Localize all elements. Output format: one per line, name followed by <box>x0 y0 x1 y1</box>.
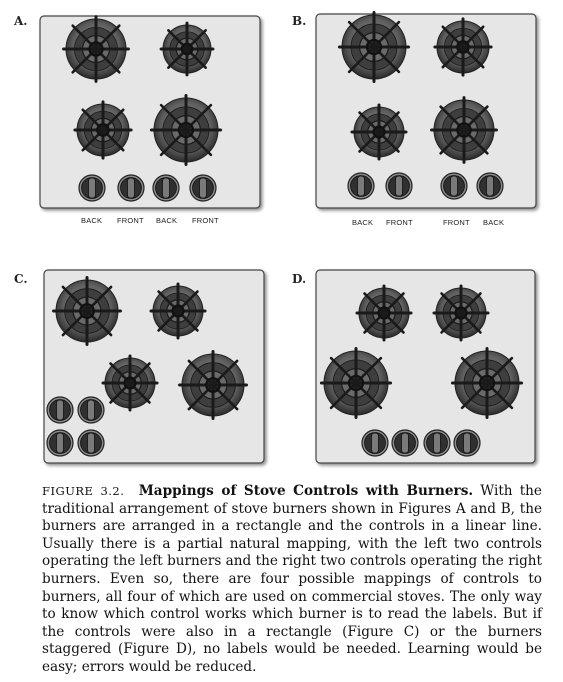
control-knob <box>453 429 481 457</box>
figure-number: FIGURE 3.2. <box>42 484 125 498</box>
control-knob <box>77 429 105 457</box>
burner <box>433 17 493 77</box>
control-label: BACK <box>352 218 374 227</box>
control-label: FRONT <box>386 218 413 227</box>
control-label: BACK <box>483 218 505 227</box>
figure-caption: FIGURE 3.2. Mappings of Stove Controls w… <box>42 483 542 677</box>
control-knob <box>152 174 180 202</box>
burner <box>149 93 223 167</box>
burner <box>355 284 413 342</box>
burner <box>319 346 393 420</box>
burner <box>101 354 159 412</box>
control-label: BACK <box>81 216 103 225</box>
burner <box>450 346 524 420</box>
control-knob <box>78 174 106 202</box>
control-knob <box>391 429 419 457</box>
control-knob <box>77 396 105 424</box>
control-label: BACK <box>156 216 178 225</box>
panel-c-letter: C. <box>14 272 28 286</box>
figure-title: Mappings of Stove Controls with Burners. <box>138 483 474 499</box>
panel-a-letter: A. <box>14 14 28 28</box>
control-knob <box>440 172 468 200</box>
burner <box>52 276 122 346</box>
burner <box>432 284 490 342</box>
burner <box>337 10 411 84</box>
panel-d-letter: D. <box>292 272 307 286</box>
burner <box>149 282 207 340</box>
control-knob <box>423 429 451 457</box>
panel-b-letter: B. <box>292 14 307 28</box>
burner <box>430 96 498 164</box>
control-label: FRONT <box>117 216 144 225</box>
control-knob <box>46 396 74 424</box>
burner <box>62 15 130 83</box>
control-knob <box>46 429 74 457</box>
control-label: FRONT <box>443 218 470 227</box>
burner <box>350 103 408 161</box>
control-knob <box>476 172 504 200</box>
burner <box>159 21 215 77</box>
caption-body: With the traditional arrangement of stov… <box>42 483 542 675</box>
burner <box>178 350 248 420</box>
control-knob <box>117 174 145 202</box>
burner <box>73 100 133 160</box>
control-label: FRONT <box>192 216 219 225</box>
control-knob <box>385 172 413 200</box>
control-knob <box>361 429 389 457</box>
control-knob <box>189 174 217 202</box>
control-knob <box>347 172 375 200</box>
